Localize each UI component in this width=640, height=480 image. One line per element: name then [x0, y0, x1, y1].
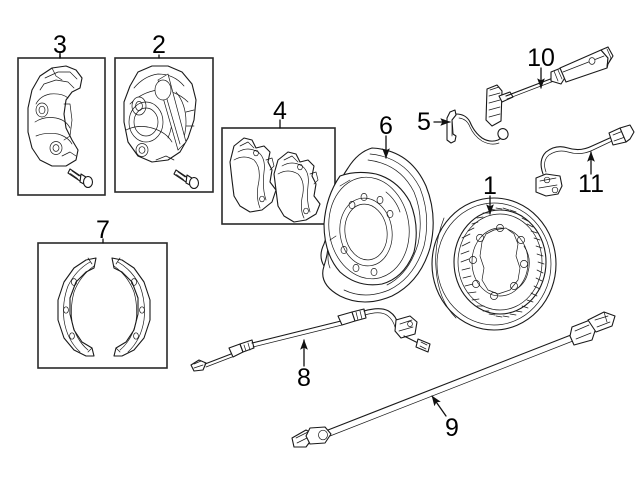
callout-2-label: 2 — [152, 31, 166, 59]
brake-rotor-part — [431, 197, 557, 331]
abs-sensor-harness-part — [291, 311, 616, 448]
brake-pad-right — [273, 151, 321, 223]
callout-1-label: 1 — [483, 172, 497, 200]
abs-wheel-speed-sensor-part — [535, 124, 635, 197]
caliper-bolt — [173, 169, 200, 190]
parking-brake-cable-part — [190, 308, 431, 372]
callout-11-label: 11 — [578, 170, 604, 198]
callout-4-label: 4 — [273, 97, 287, 125]
box-parking-brake-shoes — [37, 242, 168, 369]
callout-10-label: 10 — [527, 44, 555, 72]
caliper-bracket-part — [27, 65, 83, 167]
parking-brake-shoe-right — [111, 257, 151, 357]
callout-leaders — [59, 51, 595, 417]
callout-7-label: 7 — [96, 216, 110, 244]
box-brake-pads — [221, 127, 336, 225]
box-caliper — [114, 57, 214, 193]
callout-9-label: 9 — [445, 414, 459, 442]
callout-5-label: 5 — [417, 108, 431, 136]
pad-wear-sensor-part — [485, 46, 614, 127]
callout-8-label: 8 — [297, 364, 311, 392]
callout-3-label: 3 — [53, 31, 67, 59]
brake-pad-left — [229, 137, 277, 213]
box-caliper-bracket — [17, 57, 106, 196]
backing-plate-part — [320, 147, 434, 303]
callout-6-label: 6 — [379, 112, 393, 140]
parking-brake-shoe-left — [57, 257, 97, 357]
caliper-part — [123, 65, 197, 163]
caliper-bracket-bolt — [67, 168, 94, 189]
